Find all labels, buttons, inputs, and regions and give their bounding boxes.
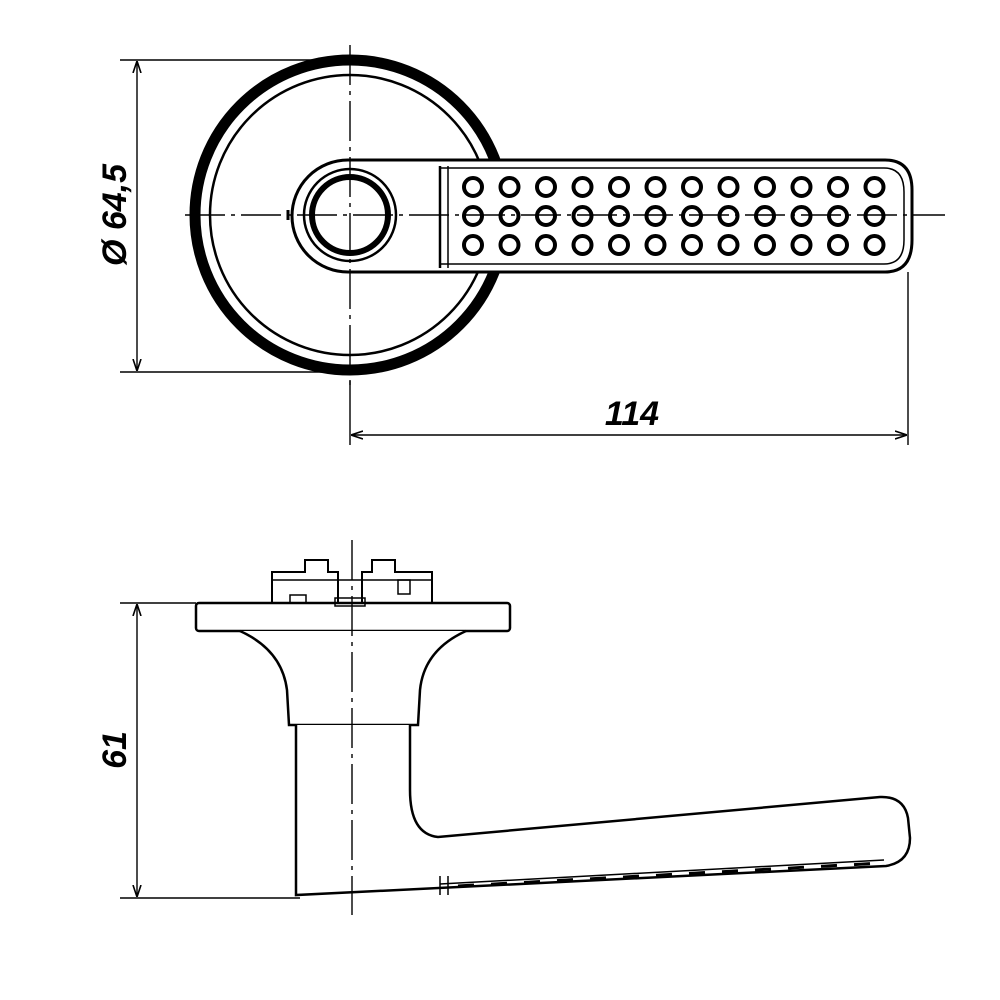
lever-side-dot (622, 874, 640, 879)
lever-dot (827, 205, 849, 227)
lever-dot (790, 176, 813, 198)
lever-dot (790, 205, 813, 227)
lever-dot (827, 176, 849, 198)
mounting-clip-tab-right (397, 579, 411, 595)
lever-dot (608, 234, 630, 256)
rose-base-plate (194, 601, 512, 633)
lever-dot (827, 234, 849, 256)
lever-shank-and-blade (294, 725, 912, 897)
lever-dot (462, 205, 484, 227)
mounting-clip-right (361, 559, 433, 603)
diameter-dimension (120, 59, 350, 373)
lever-dot (863, 176, 886, 198)
diameter-label: Ø 64,5 (96, 163, 134, 266)
lever-side-dot (853, 862, 871, 867)
lever-dot (644, 234, 667, 256)
mounting-clip-tab-left (289, 594, 307, 604)
lever-side-dot (688, 871, 706, 876)
height-dimension (120, 602, 300, 899)
length-dimension (349, 272, 909, 445)
lever-side-dot (655, 872, 673, 877)
lever-dot (571, 234, 594, 256)
height-label: 61 (96, 731, 134, 769)
top-center-lines (185, 45, 945, 385)
lever-dot (535, 205, 557, 227)
mounting-clip-left (271, 559, 339, 603)
lever-dot (498, 234, 521, 256)
lever-side-dot (721, 869, 739, 874)
lever-dot (717, 234, 740, 256)
lever-dot (754, 176, 776, 198)
lever-dot (717, 205, 740, 227)
length-label: 114 (605, 395, 659, 433)
lever-side-dot (820, 863, 838, 868)
lever-side-dot (523, 879, 541, 884)
lever-side-dot (787, 865, 805, 870)
lever-side-dot (556, 878, 574, 883)
lever-dot (681, 234, 703, 256)
lever-dot (717, 176, 740, 198)
lever-side-dot-pattern (457, 862, 871, 888)
lever-dot (644, 176, 667, 198)
lever-dot (608, 205, 630, 227)
lever-underside-line (439, 859, 885, 885)
lever-dot (571, 205, 594, 227)
lever-dot (681, 176, 703, 198)
lever-dot (535, 176, 557, 198)
lever-dot (498, 176, 521, 198)
rose-neck (239, 629, 467, 727)
mounting-clip-tab-center (334, 597, 366, 607)
lever-side-dot (754, 867, 772, 872)
lever-side-dot (490, 881, 508, 886)
lever-dot (608, 176, 630, 198)
lever-dot (681, 205, 703, 227)
lever-dot (644, 205, 667, 227)
lever-dot (535, 234, 557, 256)
lever-dot (863, 234, 886, 256)
lever-inner-outline (440, 167, 905, 265)
lever-dot-pattern (462, 176, 886, 256)
lever-side-dot (589, 876, 607, 881)
lever-dot (754, 234, 776, 256)
lever-dot (498, 205, 521, 227)
lever-dot (754, 205, 776, 227)
lever-side-dot (457, 883, 475, 888)
lever-dot (790, 234, 813, 256)
lever-dot (571, 176, 594, 198)
side-view (194, 559, 912, 897)
lever-dot (462, 234, 484, 256)
lever-dot (462, 176, 484, 198)
lever-dot (863, 205, 886, 227)
